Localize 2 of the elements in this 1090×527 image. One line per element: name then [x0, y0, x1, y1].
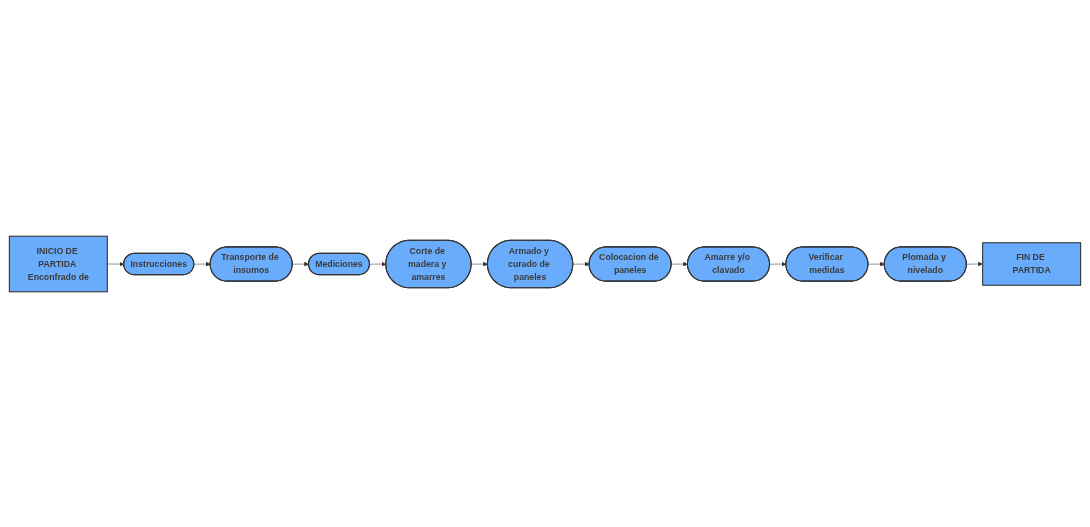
node-box: FIN DE PARTIDA	[982, 241, 1082, 286]
node-box: INICIO DE PARTIDA Enconfrado de	[8, 235, 108, 292]
